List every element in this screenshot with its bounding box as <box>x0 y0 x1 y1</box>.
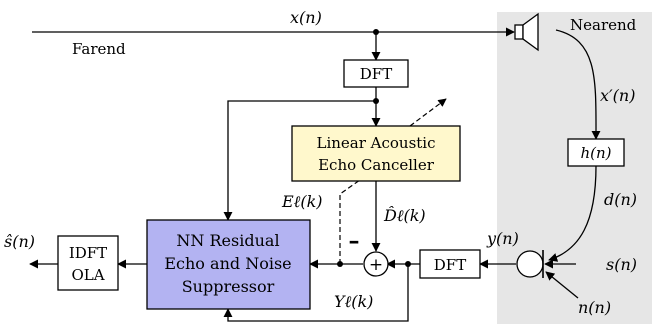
nn-label-line1: NN Residual <box>176 231 279 250</box>
microphone-icon <box>516 250 544 278</box>
idft-label: IDFT <box>69 244 107 262</box>
junction-dot <box>337 261 343 267</box>
loudspeaker-icon <box>514 12 539 52</box>
h-n-block <box>567 138 625 167</box>
aec-block <box>291 125 461 182</box>
aec-label-line2: Echo Canceller <box>318 156 435 174</box>
nearend-label: Nearend <box>570 16 637 34</box>
dft-bottom-label: DFT <box>434 256 466 274</box>
n-n-label: n(n) <box>578 298 611 317</box>
x-prime-n-label: x′(n) <box>600 86 635 105</box>
y-n-label: y(n) <box>486 229 519 248</box>
minus-sign: – <box>349 228 360 254</box>
aec-label-line1: Linear Acoustic <box>316 134 435 152</box>
x-spectrum-to-nn-line <box>223 100 376 221</box>
echo-to-mic-curve <box>548 165 597 262</box>
dft-top-block <box>343 59 409 88</box>
d-hat-l-k-label: D̂ℓ(k) <box>383 206 426 225</box>
nn-label-line3: Suppressor <box>182 277 275 296</box>
y-spectrum-to-nn-line <box>223 264 409 322</box>
farend-label: Farend <box>72 40 126 58</box>
dft-top-label: DFT <box>360 65 392 83</box>
adaptive-arrow <box>409 98 447 127</box>
e-l-k-label: Eℓ(k) <box>281 192 323 211</box>
echo-path-curve <box>555 29 601 140</box>
s-hat-n-label: ŝ(n) <box>4 232 35 251</box>
dft-bottom-block <box>419 249 481 279</box>
nn-label-line2: Echo and Noise <box>164 254 291 273</box>
h-n-label: h(n) <box>580 144 611 162</box>
idft-ola-block <box>57 235 119 291</box>
d-n-label: d(n) <box>604 190 637 209</box>
y-l-k-label: Yℓ(k) <box>334 292 373 311</box>
x-n-label: x(n) <box>290 8 322 27</box>
ola-label: OLA <box>71 266 104 284</box>
nearend-region <box>497 12 652 324</box>
n-to-mic-line <box>545 271 579 299</box>
nn-suppressor-block <box>146 219 311 310</box>
s-n-label: s(n) <box>606 255 637 274</box>
summation-plus: + <box>369 255 383 275</box>
summation-node <box>363 251 389 277</box>
